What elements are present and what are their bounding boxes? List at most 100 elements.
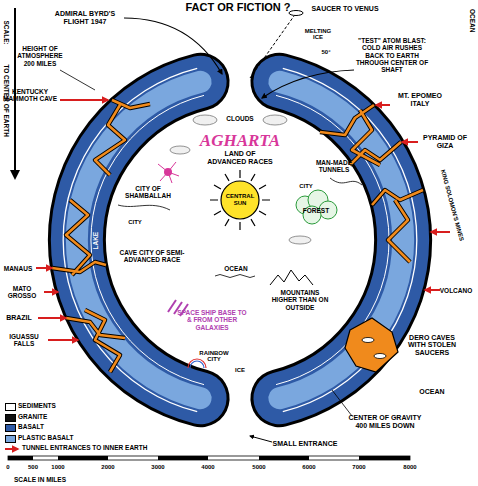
sun-disc	[221, 181, 259, 219]
place-label: KENTUCKY MAMMOTH CAVE	[3, 88, 58, 103]
scale-bar	[259, 456, 309, 460]
entrance-arrow	[48, 339, 78, 341]
legend-text: BASALT	[18, 423, 44, 430]
granite-crust	[77, 82, 201, 398]
scale-bar	[359, 456, 410, 460]
scale-label: SCALE IN MILES	[5, 476, 75, 483]
legend-arrow-line	[5, 448, 18, 450]
granite-crust	[279, 82, 403, 398]
place-label: IGUASSU FALLS	[2, 333, 46, 348]
shamballah-symbol	[158, 162, 179, 183]
place-label: OCEAN	[468, 0, 475, 40]
sediment-line	[276, 95, 389, 384]
sediment-line	[91, 95, 204, 384]
entrance-arrow	[425, 289, 440, 291]
leader-line	[60, 70, 95, 90]
entrance-arrow	[376, 104, 390, 106]
tunnel-vein-outline	[52, 100, 423, 372]
sun-ray	[210, 170, 270, 230]
place-label: VOLCANO	[436, 287, 476, 294]
entrance-arrow	[44, 291, 58, 293]
place-label: ICE	[230, 367, 250, 374]
legend-swatch	[5, 424, 16, 432]
air-flow-arrow	[262, 70, 354, 98]
plastic-basalt-layer	[77, 82, 201, 398]
region-label: FOREST	[301, 207, 331, 214]
scale-number: 2000	[93, 464, 123, 471]
entrance-arrow	[36, 267, 52, 269]
saucer-path	[250, 16, 294, 78]
saucer-symbol	[289, 11, 303, 16]
entrance-arrow	[431, 231, 450, 233]
city-label: CITY	[296, 183, 316, 190]
note-label: HEIGHT OF ATMOSPHERE 200 MILES	[13, 45, 67, 67]
saucer-symbol	[374, 354, 386, 359]
scale-bar	[158, 456, 208, 460]
legend-text: PLASTIC BASALT	[18, 434, 74, 441]
legend-text: TUNNEL ENTRANCES TO INNER EARTH	[22, 444, 147, 451]
scale-number: 5000	[244, 464, 274, 471]
legend-swatch	[5, 414, 16, 422]
place-label: OCEAN	[412, 388, 452, 396]
region-label: CLOUDS	[220, 115, 260, 122]
note-label: SMALL ENTRANCE	[270, 440, 340, 448]
note-label: MAN-MADE TUNNELS	[309, 159, 359, 174]
cloud-symbol	[170, 146, 190, 154]
region-label: LAND OF ADVANCED RACES	[205, 150, 275, 166]
node-text: CENTRAL SUN	[223, 193, 257, 206]
scale-number: 0	[0, 464, 23, 471]
place-label: MANAUS	[1, 265, 35, 272]
place-label: MATO GROSSO	[1, 285, 43, 300]
cloud-symbol	[193, 115, 217, 125]
place-label: PYRAMID OF GIZA	[420, 134, 470, 150]
plastic-basalt-layer	[279, 82, 403, 398]
tunnel-vein	[52, 100, 423, 372]
leader-line	[332, 390, 352, 416]
scale-number: 500	[18, 464, 48, 471]
place-label: BRAZIL	[2, 314, 36, 322]
ocean-wave	[215, 275, 255, 278]
region-title: AGHARTA	[175, 131, 305, 150]
sediment-line	[283, 68, 417, 411]
scale-bar	[8, 456, 33, 460]
note-label: CENTER OF GRAVITY 400 MILES DOWN	[343, 414, 427, 430]
tunnel-line	[118, 205, 170, 210]
scale-number: 4000	[193, 464, 223, 471]
legend-swatch	[5, 403, 16, 411]
legend-text: GRANITE	[18, 413, 47, 420]
legend-text: SEDIMENTS	[18, 402, 56, 409]
scale-number: 7000	[344, 464, 374, 471]
scale-number: 8000	[395, 464, 425, 471]
place-label: LAKE	[92, 225, 99, 255]
basalt-layer	[77, 82, 201, 398]
note-label: ADMIRAL BYRD'S FLIGHT 1947	[46, 10, 124, 26]
sun-rays	[210, 170, 270, 230]
note-label: SAUCER TO VENUS	[305, 5, 385, 13]
legend-swatch	[5, 435, 16, 443]
scale-number: 6000	[294, 464, 324, 471]
sediment-line	[63, 68, 197, 411]
city-label: RAINBOW CITY	[194, 350, 234, 363]
scale-bar	[8, 456, 410, 460]
rainbow-symbol	[188, 359, 206, 368]
axis-label: SCALE:	[2, 12, 9, 52]
note-label: "TEST" ATOM BLAST: COLD AIR RUSHES BACK …	[355, 37, 429, 73]
scale-number: 3000	[143, 464, 173, 471]
entrance-arrow	[402, 141, 418, 143]
entrance-arrow	[38, 317, 66, 319]
leader-arrow	[250, 436, 272, 442]
place-label: MT. EPOMEO ITALY	[393, 92, 448, 108]
dero-cave-patch	[345, 318, 398, 372]
region-label: OCEAN	[221, 265, 251, 272]
rainbow-symbol	[190, 361, 204, 368]
note-label: DERO CAVES WITH STOLEN SAUCERS	[402, 334, 462, 357]
note-label: SPACE SHIP BASE TO & FROM OTHER GALAXIES	[175, 309, 249, 331]
cloud-symbol	[289, 236, 311, 244]
scale-number: 1000	[43, 464, 73, 471]
mountain-symbol	[270, 270, 313, 285]
place-label: MELTING ICE	[301, 28, 335, 41]
note-label: MOUNTAINS HIGHER THAN ON OUTSIDE	[268, 289, 332, 311]
cloud-symbol	[263, 115, 287, 125]
